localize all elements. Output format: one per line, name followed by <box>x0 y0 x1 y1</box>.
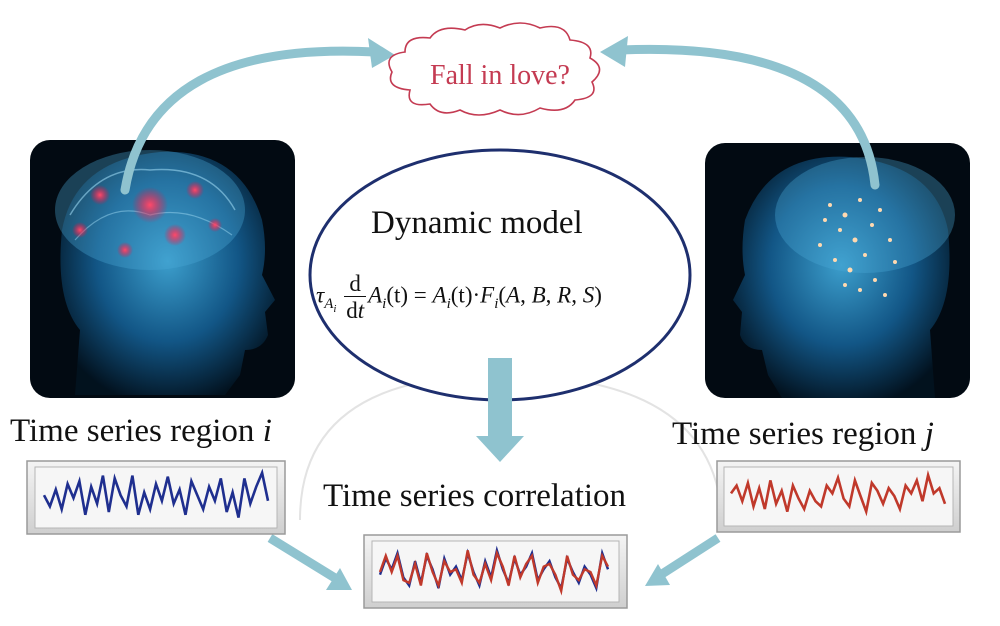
region-i-label-var: i <box>262 413 272 449</box>
right-diagonal-arrow <box>659 534 721 578</box>
eq-frac-den-d: d <box>346 298 358 323</box>
series-region-j-line <box>729 470 947 517</box>
eq-tau-sub-a: A <box>324 295 334 312</box>
eq-lhs-t: (t) = <box>386 282 433 308</box>
panel-correlation <box>363 534 628 609</box>
eq-rhs-i: i <box>446 295 451 312</box>
eq-frac-num: d <box>344 272 367 297</box>
series-region-i-line <box>42 468 270 518</box>
eq-lhs-i: i <box>382 295 387 312</box>
region-i-label-text: Time series region <box>10 413 263 449</box>
left-curved-arrow <box>120 46 380 195</box>
eq-arg-s: S <box>582 282 595 308</box>
left-diagonal-arrow <box>267 534 338 582</box>
cloud-label: Fall in love? <box>430 60 570 91</box>
right-diagonal-arrowhead <box>645 564 670 586</box>
eq-lhs-a: A <box>368 282 383 308</box>
region-j-label-var: j <box>924 416 934 452</box>
series-correlation-red-line <box>378 549 610 596</box>
right-curved-arrowhead <box>600 36 628 67</box>
panel-region-i <box>26 460 286 535</box>
eq-tau-sub-i: i <box>333 302 337 315</box>
eq-rhs-fi: i <box>494 295 499 312</box>
left-brain-image <box>30 140 295 398</box>
down-arrow <box>476 358 524 462</box>
left-diagonal-arrowhead <box>326 568 352 590</box>
eq-rhs-f: F <box>480 282 495 308</box>
region-j-label: Time series region j <box>672 416 934 453</box>
region-i-label: Time series region i <box>10 413 272 450</box>
eq-tau: τ <box>316 282 325 308</box>
eq-rhs-a: A <box>432 282 447 308</box>
eq-frac-den-t: t <box>357 298 365 323</box>
eq-comma-2: , <box>545 282 558 308</box>
eq-open: ( <box>498 282 507 308</box>
eq-arg-r: R <box>557 282 572 308</box>
eq-close: ) <box>594 282 602 308</box>
region-j-label-text: Time series region <box>672 416 925 452</box>
left-curved-arrowhead <box>368 38 395 68</box>
correlation-label: Time series correlation <box>323 478 627 514</box>
eq-arg-a: A <box>506 282 521 308</box>
dynamic-model-title: Dynamic model <box>371 205 583 241</box>
right-brain-image <box>705 143 970 398</box>
thought-cloud <box>388 22 601 116</box>
eq-comma-1: , <box>520 282 532 308</box>
eq-comma-3: , <box>571 282 583 308</box>
eq-rhs-t: (t)· <box>450 282 481 308</box>
eq-arg-b: B <box>531 282 546 308</box>
right-curved-arrow <box>615 44 880 190</box>
panel-region-j <box>716 460 961 533</box>
